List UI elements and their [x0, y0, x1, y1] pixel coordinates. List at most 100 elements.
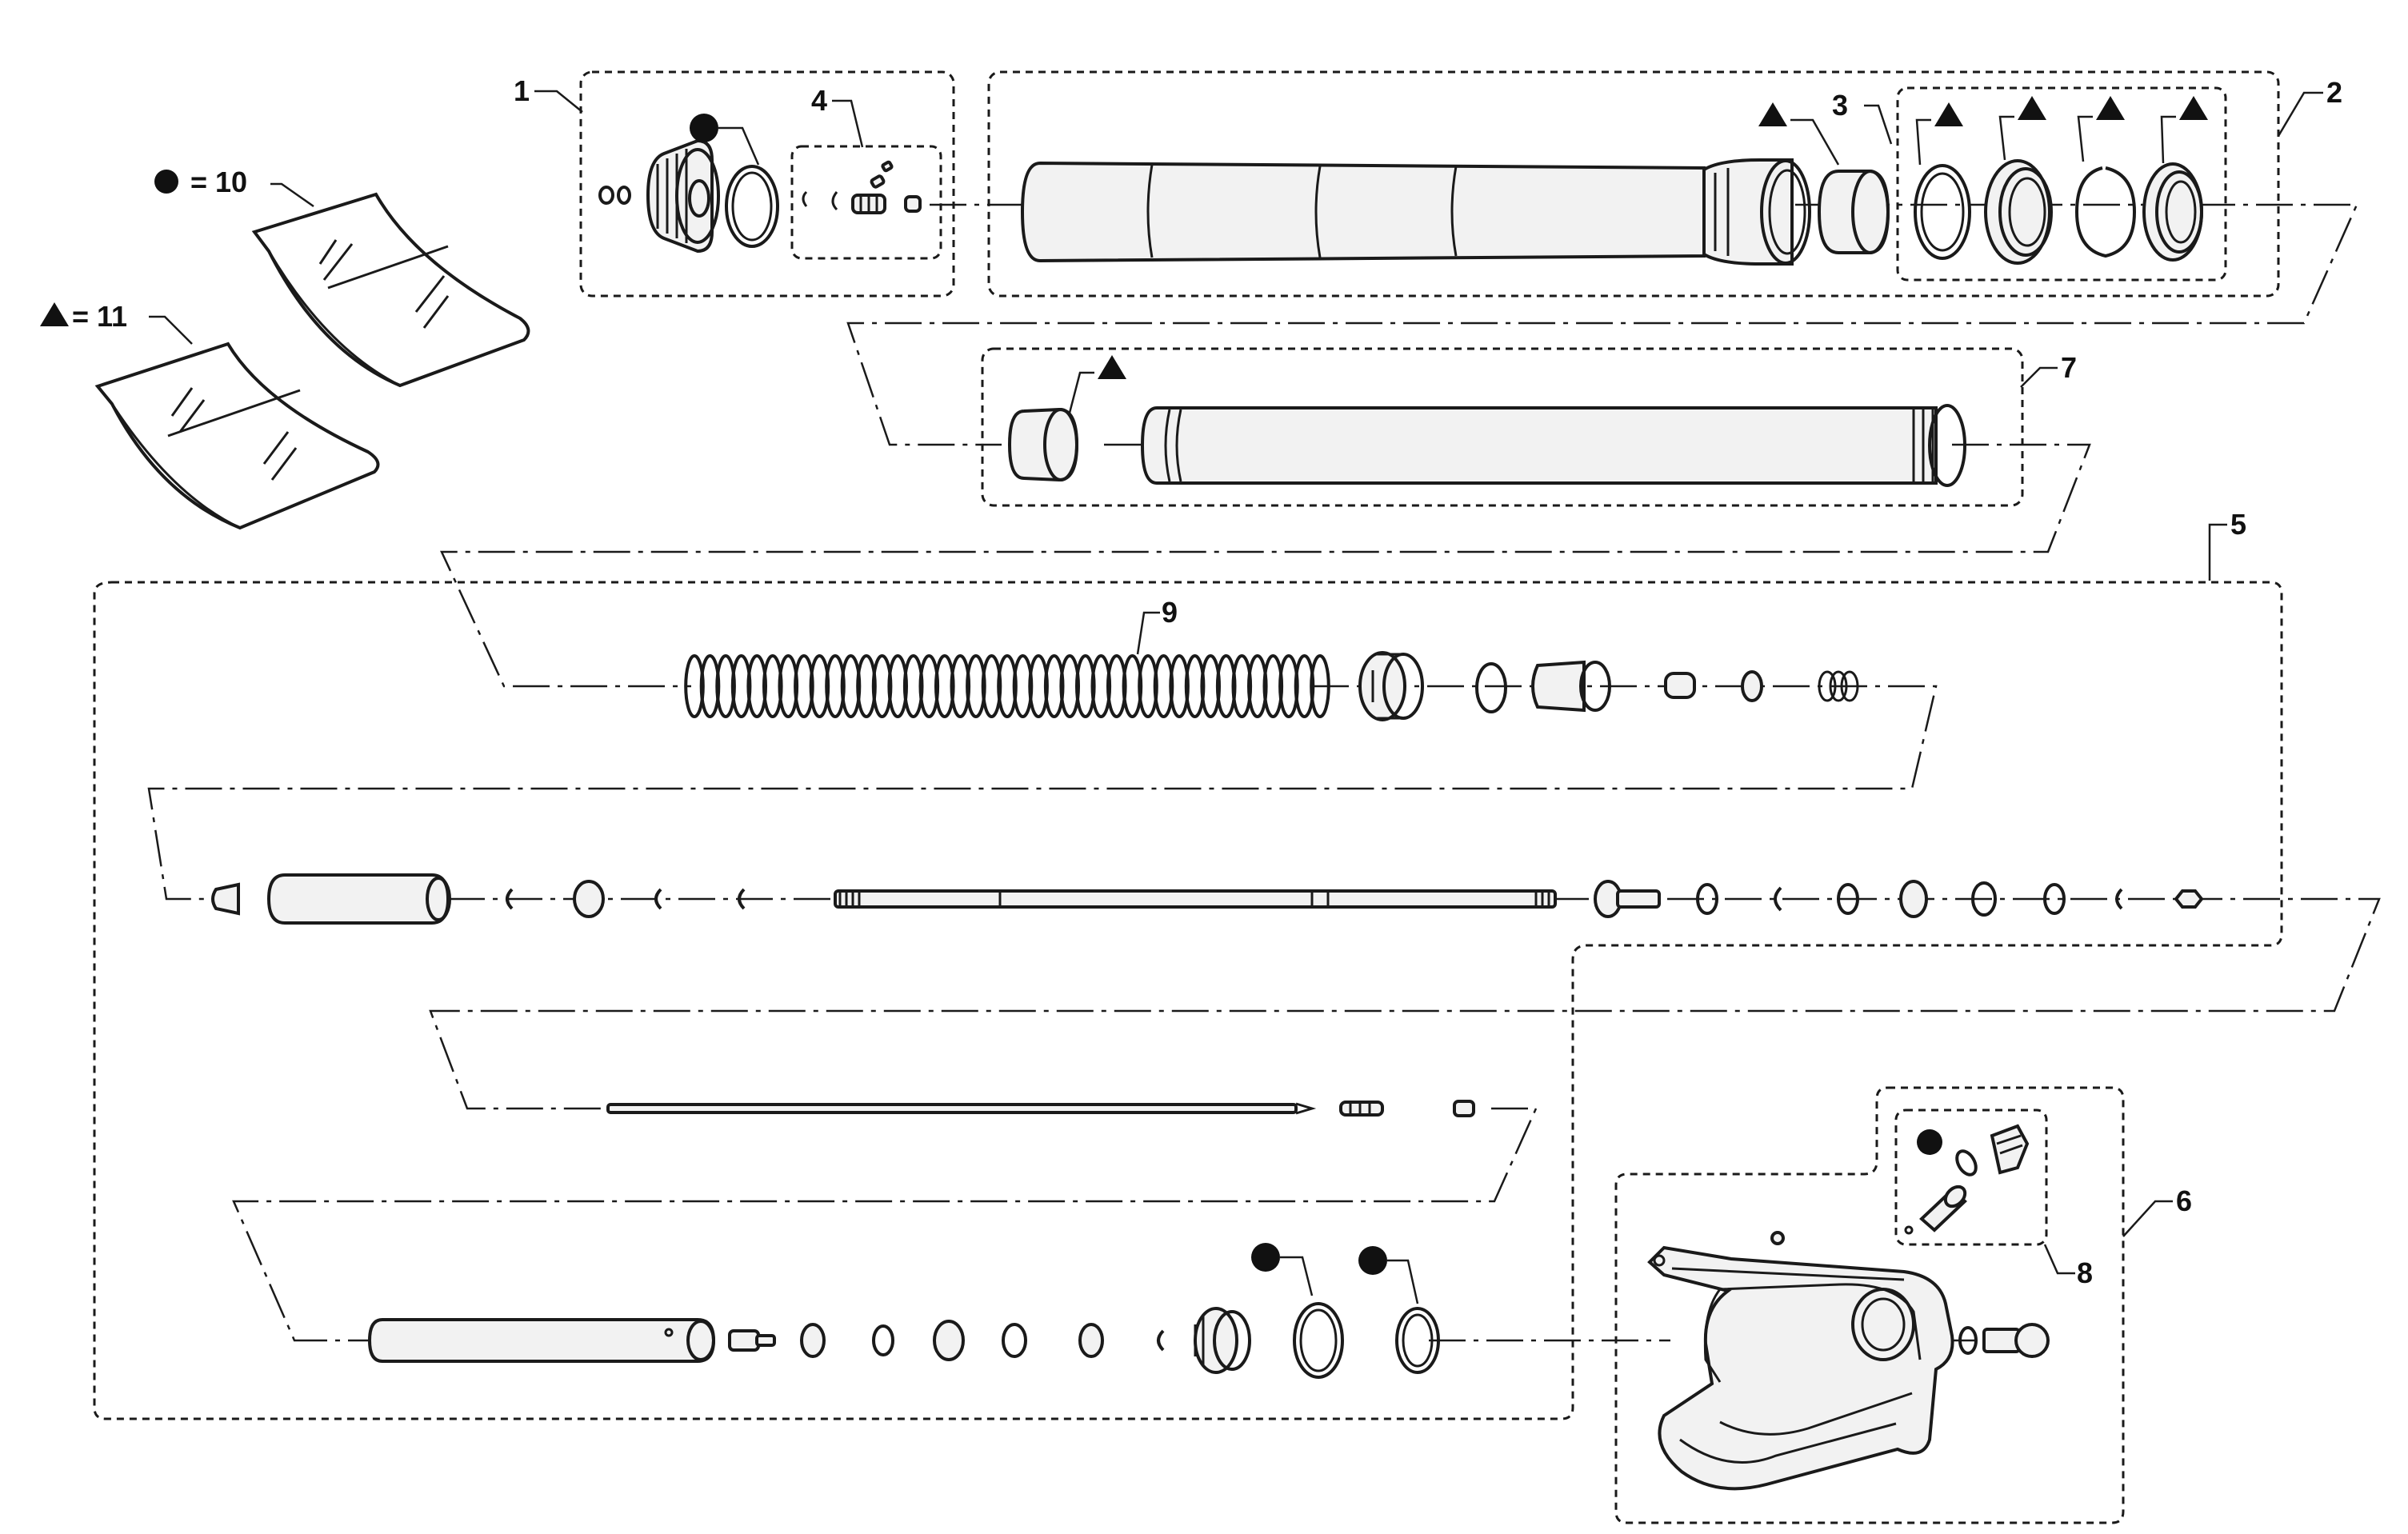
group-box-2	[987, 70, 2280, 298]
svg-text:2: 2	[2326, 76, 2342, 109]
spring-coil	[715, 654, 736, 718]
base-o-ring-1	[1293, 1302, 1344, 1379]
spring-coil	[1090, 654, 1112, 718]
piston	[1899, 880, 1928, 918]
rod-nut	[2174, 889, 2204, 909]
seal-marker-triangle-d	[2179, 96, 2208, 120]
legend-triangle-label: = 11	[72, 300, 127, 333]
callout-8: 8	[2043, 1244, 2093, 1289]
washer-2	[1837, 883, 1859, 915]
spring-seat	[1531, 660, 1611, 713]
small-screw-pair	[598, 186, 631, 205]
seal-marker-circle-base-1	[1251, 1243, 1280, 1272]
base-washer-2	[872, 1324, 894, 1356]
legend-circle-leader	[270, 182, 314, 208]
snap-ring	[2074, 166, 2137, 258]
small-spacer	[1664, 672, 1696, 699]
spring-coil	[1310, 654, 1330, 718]
spring-coil	[887, 654, 908, 718]
base-washer-4	[1078, 1323, 1104, 1358]
legend-circle-label: = 10	[190, 166, 247, 198]
valve-cap	[1990, 1124, 2030, 1175]
spring-coil	[1138, 654, 1158, 718]
main-spring	[684, 654, 1330, 718]
group-box-5	[93, 581, 2283, 1420]
base-o-ring-2	[1395, 1307, 1440, 1374]
clip-b	[654, 888, 662, 910]
spring-coil	[1294, 654, 1315, 718]
part-group-8-air-valve	[1904, 1124, 2030, 1235]
svg-text:5: 5	[2230, 508, 2246, 541]
group-boxes	[93, 70, 2283, 1524]
bushing-marker-triangle	[1758, 102, 1787, 126]
top-nut	[211, 882, 240, 916]
rod-bushing	[573, 880, 605, 918]
axis-row-2	[440, 443, 2091, 688]
legend-triangle-marker	[40, 302, 69, 326]
axis-row-4	[429, 897, 2381, 1110]
svg-text:1: 1	[514, 74, 530, 107]
part-group-1-top-cap	[598, 114, 922, 254]
spring-coil	[981, 654, 1002, 718]
seal-marker-circle-base-2	[1358, 1246, 1387, 1275]
assembly-axes	[147, 203, 2381, 1342]
spring-coil	[1075, 654, 1096, 718]
axis-row-5	[232, 1107, 1538, 1342]
fork-leg-casting	[1647, 1231, 1954, 1491]
callout-1: 1	[514, 74, 583, 113]
drain-bolt	[1982, 1323, 2050, 1358]
spring-spacer-ring	[1475, 662, 1507, 713]
group-box-4	[790, 145, 942, 260]
part-group-3-seal-kit	[1864, 96, 2208, 265]
base-tube	[367, 1318, 716, 1363]
svg-text:3: 3	[1832, 89, 1848, 122]
tube-collar	[1702, 158, 1811, 266]
base-valve-stem	[728, 1329, 776, 1352]
spring-coil	[1247, 654, 1268, 718]
washer-1	[1696, 883, 1718, 915]
upper-bushing	[1817, 170, 1890, 254]
base-valve-body	[1194, 1307, 1251, 1374]
damper-rod	[834, 889, 1557, 909]
base-washer-3	[1002, 1323, 1027, 1358]
adjuster-needle	[606, 1102, 1317, 1115]
axis-row-3	[147, 685, 1938, 901]
clip-a	[506, 888, 514, 910]
dust-wiper	[1984, 159, 2053, 265]
seal-marker-circle	[690, 114, 718, 142]
seal-marker-circle-valve	[1917, 1129, 1942, 1155]
base-tube-ring	[686, 1320, 715, 1361]
spring-collar	[1358, 651, 1424, 721]
legend-item-triangle: = 11	[40, 300, 380, 530]
callout-4: 4	[811, 84, 864, 148]
top-cap	[646, 138, 720, 254]
base-clip	[1157, 1329, 1165, 1352]
clip-d	[1774, 886, 1782, 912]
drain-washer	[1958, 1326, 1978, 1355]
small-coil-spring	[1818, 670, 1859, 702]
spring-coil	[918, 654, 940, 718]
callout-9: 9	[1162, 596, 1178, 629]
clip-e	[2115, 888, 2123, 910]
spring-coil	[1231, 654, 1253, 718]
seal-marker-triangle-c	[2096, 96, 2125, 120]
top-cap-o-ring	[725, 165, 779, 248]
group-box-8	[1894, 1109, 2048, 1246]
spring-coil	[684, 654, 705, 718]
part-group-7-lower-tube	[1007, 355, 1966, 487]
spring-coil	[997, 654, 1018, 718]
group-box-3	[1896, 86, 2227, 282]
needle-spring	[1339, 1101, 1384, 1117]
base-piston	[933, 1320, 965, 1361]
schrader-valve	[1919, 1184, 1967, 1232]
bushing-marker-triangle-lower	[1098, 355, 1126, 379]
seal-marker-triangle-b	[2018, 96, 2046, 120]
callout-5: 5	[2208, 508, 2246, 581]
lower-bushing	[1007, 407, 1079, 482]
svg-text:4: 4	[811, 84, 827, 117]
legend-item-circle: = 10	[154, 166, 530, 388]
callouts: 1 2 3 4 5 6 7 8 9	[514, 74, 2342, 1289]
callout-3: 3	[1832, 89, 1848, 122]
seal-bag-11	[94, 342, 380, 530]
